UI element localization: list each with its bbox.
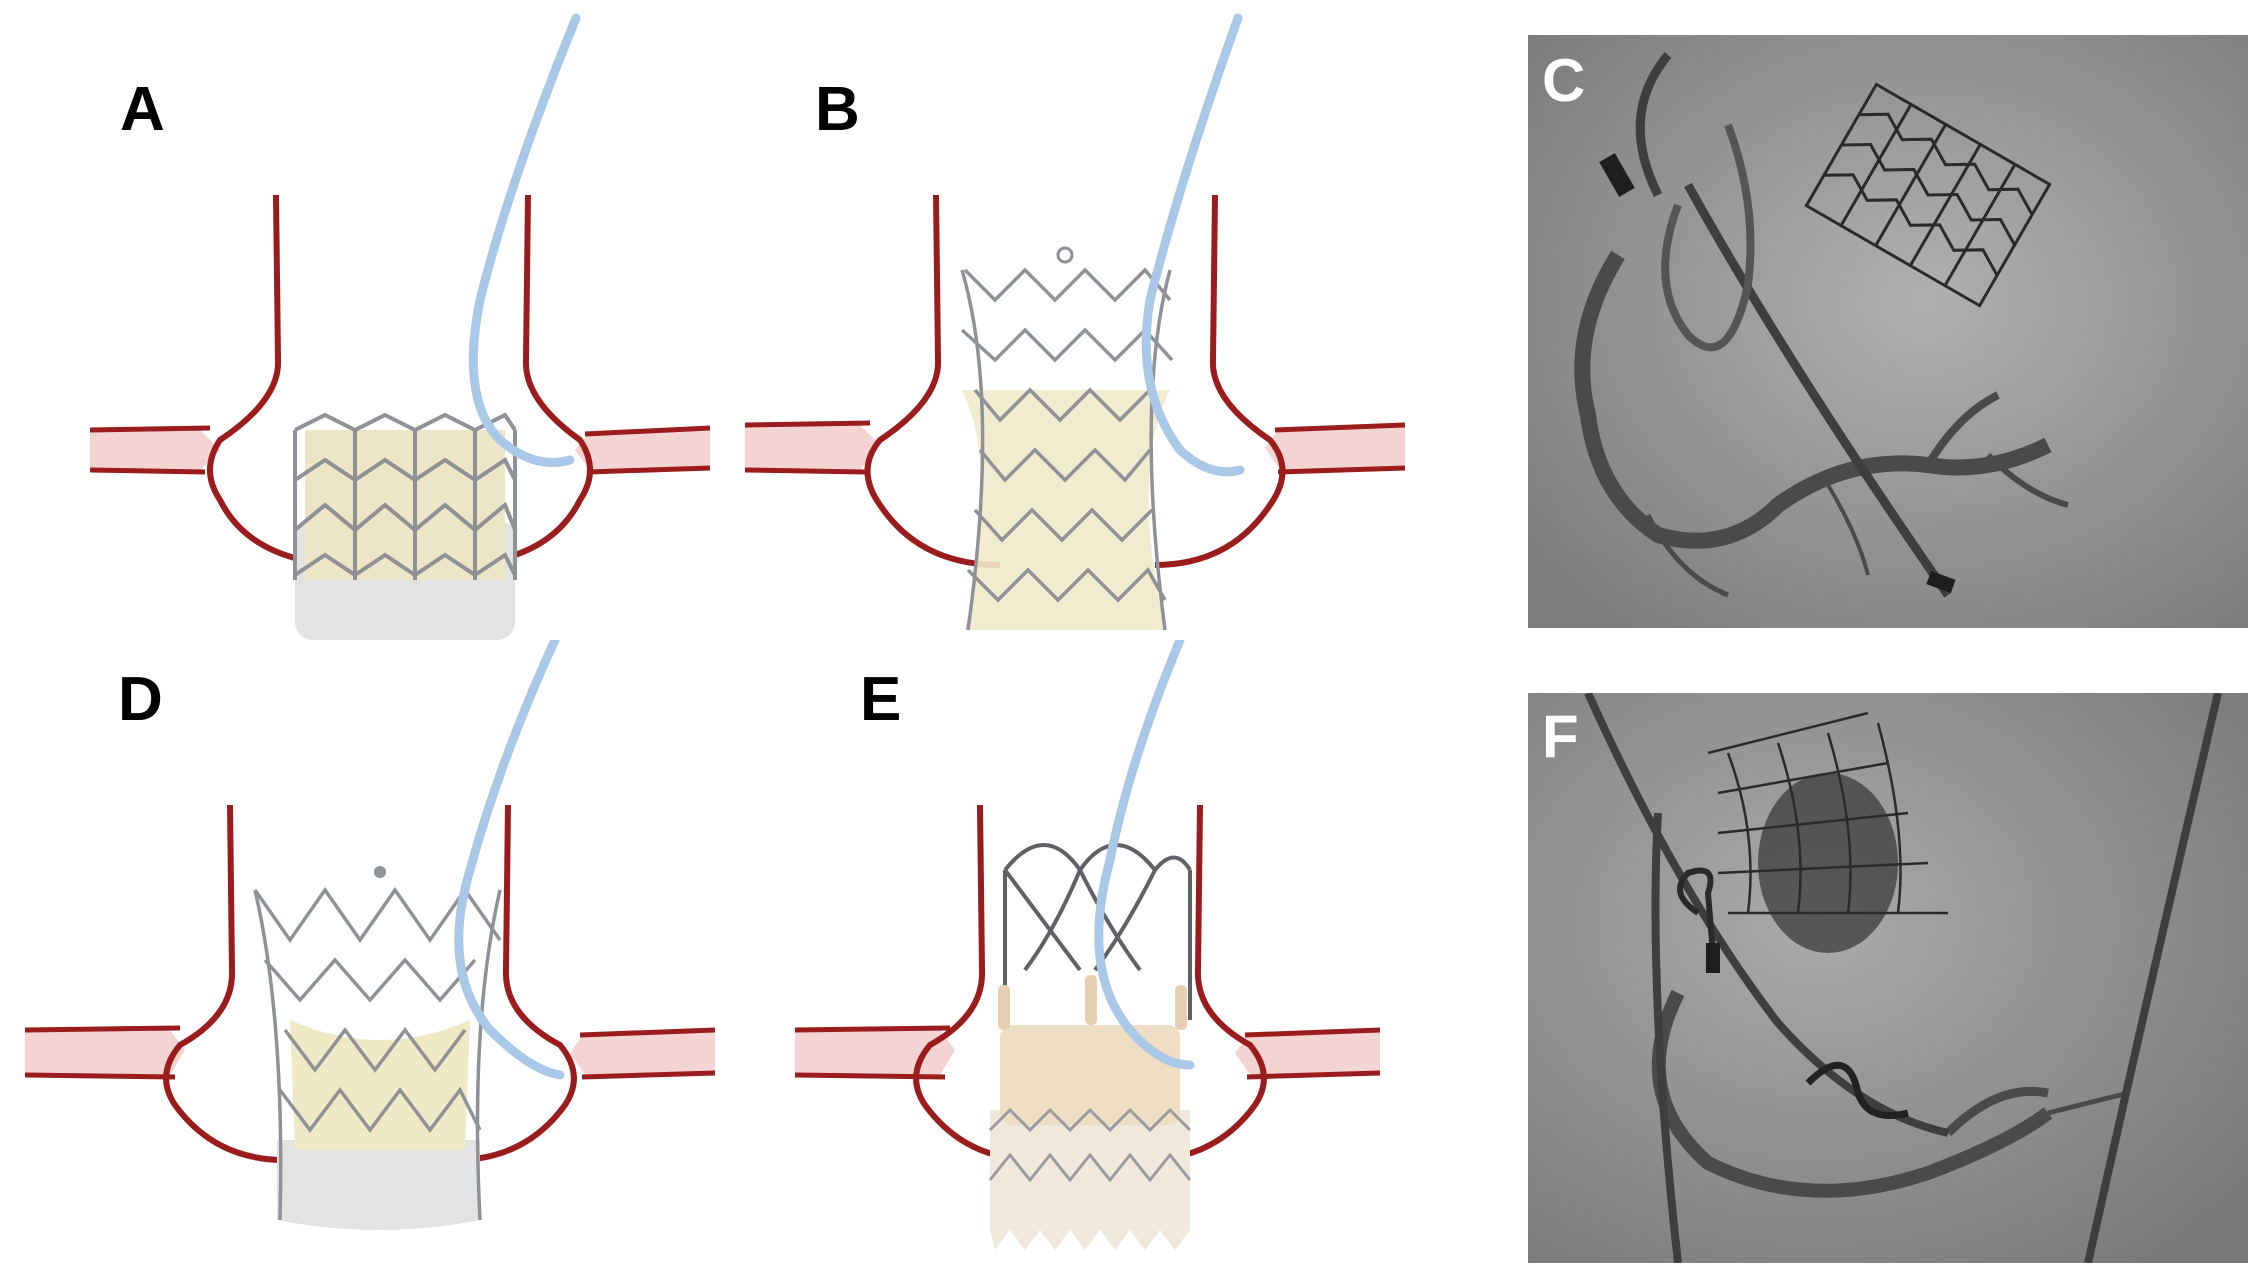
aortic-root-outline xyxy=(24,804,716,1163)
valve-prosthesis-d xyxy=(253,866,502,1230)
coronary-artery-right xyxy=(575,428,710,470)
guidewire-loop xyxy=(1805,1061,1909,1119)
aortic-wall-left xyxy=(207,194,341,568)
valve-leaflets xyxy=(1000,1025,1180,1125)
pacing-lead-tip xyxy=(1599,153,1635,197)
aortic-root-outline xyxy=(744,194,1406,568)
aortic-wall-right xyxy=(454,804,577,1163)
panel-a: A xyxy=(80,0,720,650)
catheter-guidewire xyxy=(1141,13,1245,477)
coronary-artery-right xyxy=(1235,1030,1380,1075)
catheter-shaft xyxy=(1635,52,1952,598)
valve-leaflets xyxy=(305,430,505,580)
valve-prosthesis-b xyxy=(960,246,1174,631)
valve-marker xyxy=(374,866,386,878)
aortic-wall-left xyxy=(864,194,1001,568)
stent-frame xyxy=(1804,82,2052,308)
aortic-wall-left xyxy=(163,804,286,1163)
catheter-guidewire xyxy=(1094,640,1195,1070)
coronary-artery-right xyxy=(570,1030,715,1075)
commissure-post xyxy=(998,985,1010,1030)
aortic-wall-right xyxy=(459,194,593,568)
stent-frame-lower xyxy=(988,1107,1192,1183)
panel-b: B xyxy=(740,0,1420,650)
pacing-lead-tip xyxy=(1706,943,1720,973)
panel-c-angiogram: C xyxy=(1528,35,2248,628)
stent-frame xyxy=(1707,711,1948,915)
valve-prosthesis-e xyxy=(988,843,1192,1250)
panel-d-label: D xyxy=(118,665,163,734)
aortic-wall-right xyxy=(1154,194,1286,568)
pacing-lead xyxy=(1677,867,1716,954)
valve-skirt xyxy=(277,1140,480,1230)
valve-marker xyxy=(1056,246,1074,264)
panel-b-label: B xyxy=(815,75,860,144)
valve-leaflets xyxy=(290,1020,470,1150)
panel-c-label: C xyxy=(1542,47,1585,114)
valve-skirt xyxy=(990,1110,1190,1250)
catheter-guidewire xyxy=(454,640,565,1080)
aortic-root-outline xyxy=(89,194,711,568)
valve-prosthesis-a xyxy=(293,412,517,640)
aortic-wall-left xyxy=(913,804,1036,1163)
stent-frame xyxy=(293,412,517,580)
aortic-wall-right xyxy=(1144,804,1267,1163)
contrast-filled-aortic-root xyxy=(1758,773,1898,953)
panel-a-label: A xyxy=(120,75,165,144)
coronary-artery-left xyxy=(795,1030,955,1075)
coronary-artery-left xyxy=(25,1030,185,1075)
coronary-artery-right xyxy=(1265,425,1405,470)
stent-frame xyxy=(960,267,1174,631)
catheter-guidewire xyxy=(468,13,581,467)
commissure-post xyxy=(1085,975,1097,1025)
panel-d: D xyxy=(0,640,740,1280)
catheter-shaft xyxy=(1584,693,2222,1263)
panel-e: E xyxy=(780,640,1420,1280)
stent-frame xyxy=(1003,843,1192,1020)
panel-f-angiogram: F xyxy=(1528,693,2248,1263)
coronary-vessels xyxy=(1574,250,2069,598)
commissure-post xyxy=(1175,985,1187,1030)
valve-skirt xyxy=(962,390,1170,630)
aortic-root-outline xyxy=(794,804,1381,1163)
panel-e-label: E xyxy=(860,665,901,734)
coronary-artery-left xyxy=(90,430,220,470)
coronary-artery-left xyxy=(745,425,880,470)
pacing-lead-tip xyxy=(1926,570,1956,594)
panel-f-label: F xyxy=(1542,703,1579,770)
